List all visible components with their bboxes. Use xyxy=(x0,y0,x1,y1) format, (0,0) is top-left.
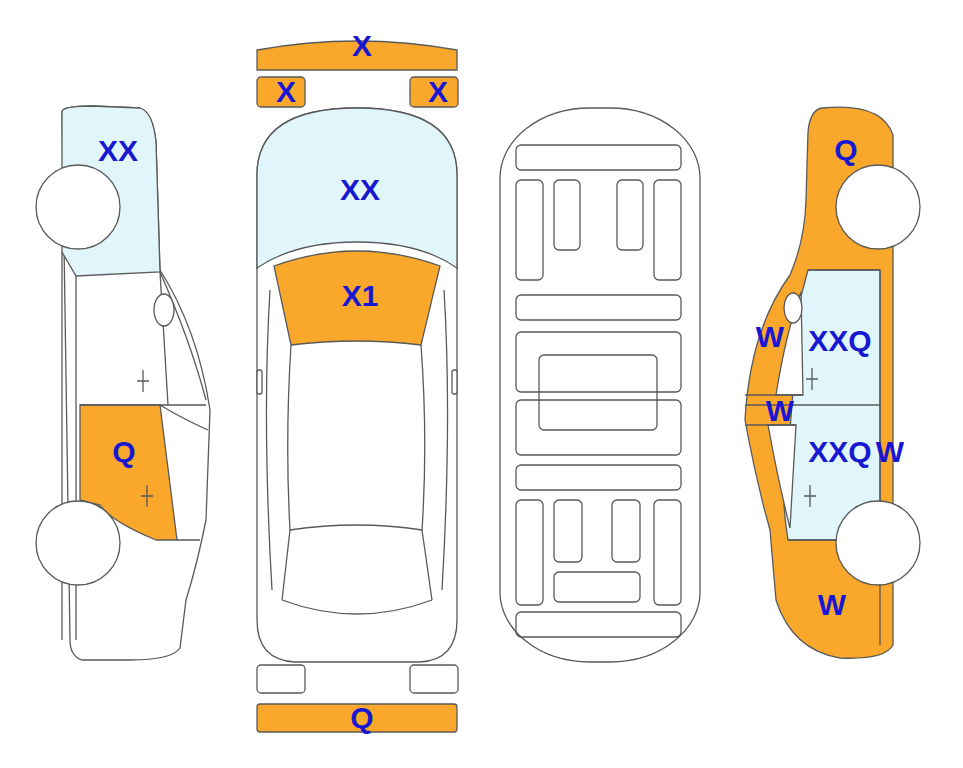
part-code: Q xyxy=(834,135,857,165)
mirror xyxy=(257,370,262,394)
wheel xyxy=(836,165,920,249)
frame-member xyxy=(554,180,580,250)
wheel xyxy=(36,501,120,585)
frame-member xyxy=(539,355,657,430)
part-code: XX xyxy=(340,175,380,205)
part-code: X xyxy=(428,77,448,107)
frame-member xyxy=(516,295,681,320)
part-code: X1 xyxy=(342,281,379,311)
part-code: X xyxy=(352,31,372,61)
part-code: XXQ xyxy=(808,437,871,467)
windshield-panel xyxy=(274,251,440,345)
body-outline xyxy=(257,108,457,662)
mirror xyxy=(452,370,457,394)
part-code: XX xyxy=(98,136,138,166)
roof-lines xyxy=(266,290,447,614)
frame-member xyxy=(654,180,681,280)
frame-member xyxy=(516,180,543,280)
wheel xyxy=(836,501,920,585)
headlight xyxy=(410,77,458,107)
left-side-view xyxy=(36,106,210,660)
part-code: Q xyxy=(350,703,373,733)
door-lines xyxy=(745,270,880,645)
frame-member xyxy=(516,612,681,637)
body-outline xyxy=(500,108,700,662)
frame-member xyxy=(612,500,640,562)
frame-member xyxy=(516,332,681,392)
part-code: Q xyxy=(112,437,135,467)
frame-member xyxy=(516,400,681,455)
frame-member xyxy=(617,180,643,250)
part-code: X xyxy=(276,77,296,107)
frame-member xyxy=(554,500,582,562)
frame-member xyxy=(554,572,640,602)
frame-member xyxy=(516,145,681,170)
tail-light xyxy=(410,665,458,693)
part-code: W xyxy=(876,437,904,467)
frame-member xyxy=(516,500,543,605)
hood-panel xyxy=(257,108,457,268)
headlight xyxy=(257,77,305,107)
window-glass xyxy=(768,425,796,528)
part-code: W xyxy=(818,590,846,620)
door-handle xyxy=(137,370,153,507)
underside-view xyxy=(500,108,700,662)
part-code: XXQ xyxy=(808,326,871,356)
top-view xyxy=(257,41,458,732)
side-mirror xyxy=(784,293,802,323)
tail-light xyxy=(257,665,305,693)
rear-bumper xyxy=(257,704,457,732)
side-mirror xyxy=(154,294,174,326)
frame-member xyxy=(654,500,681,605)
part-code: W xyxy=(756,322,784,352)
part-code: W xyxy=(766,396,794,426)
wheel xyxy=(36,165,120,249)
frame-member xyxy=(516,465,681,490)
right-side-view xyxy=(745,107,920,658)
